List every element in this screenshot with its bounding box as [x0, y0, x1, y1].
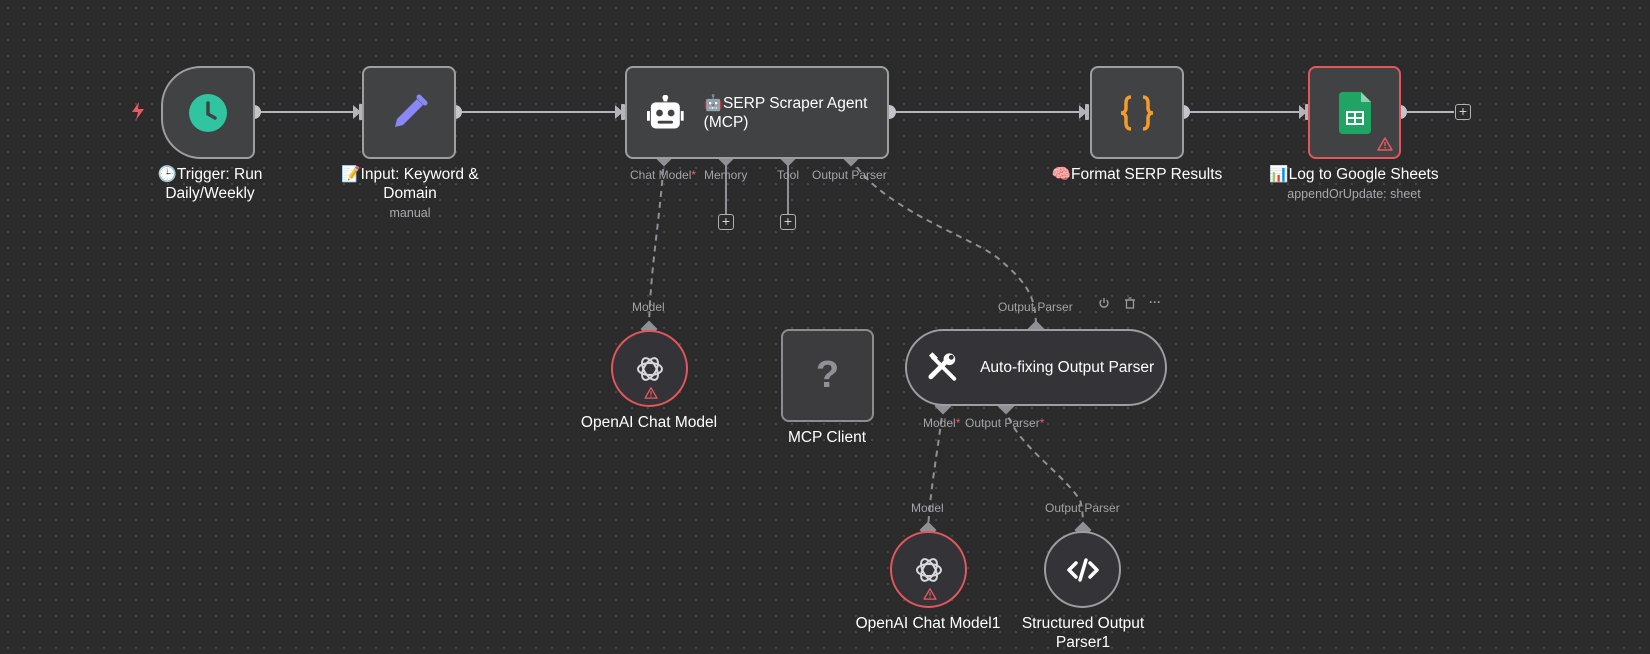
structured-output-parser-node[interactable] — [1044, 531, 1121, 608]
agent-title: 🤖SERP Scraper Agent (MCP) — [703, 94, 868, 131]
warning-icon — [923, 588, 937, 600]
structured-output-parser-label: Structured Output Parser1 — [1021, 615, 1145, 651]
port-label-model: Model — [911, 501, 944, 515]
port-label-memory: Memory — [704, 168, 748, 182]
input-arrow — [615, 105, 623, 119]
google-sheets-subtitle: appendOrUpdate: sheet — [1287, 187, 1421, 201]
input-subtitle: manual — [389, 206, 431, 220]
mcp-client-label: MCP Client — [787, 429, 867, 446]
port-label-output-parser-required: Output Parser* — [965, 416, 1045, 430]
port-label-output-parser: Output Parser — [812, 168, 887, 182]
input-node[interactable] — [362, 66, 456, 159]
warning-icon — [1377, 137, 1393, 151]
add-tool-button[interactable]: + — [780, 214, 796, 230]
google-sheets-node[interactable] — [1308, 66, 1401, 159]
input-arrow — [1079, 105, 1087, 119]
port-label-model-required: Model* — [923, 416, 961, 430]
add-node-button[interactable]: + — [1455, 104, 1471, 120]
google-sheets-icon — [1338, 91, 1371, 134]
add-memory-button[interactable]: + — [718, 214, 734, 230]
trigger-node[interactable] — [161, 66, 255, 159]
openai-chat-model-node[interactable] — [611, 330, 688, 407]
warning-icon — [644, 387, 658, 399]
openai-icon — [915, 557, 942, 582]
tools-icon — [928, 351, 957, 381]
auto-fixing-title: Auto-fixing Output Parser — [980, 359, 1155, 376]
port-label-output-parser: Output Parser — [1045, 501, 1120, 515]
clock-icon — [189, 93, 227, 132]
more-options-icon[interactable]: ··· — [1149, 295, 1161, 309]
lightning-icon[interactable] — [130, 101, 146, 121]
code-icon — [1066, 557, 1099, 582]
trash-icon[interactable] — [1124, 297, 1136, 312]
port-label-tool: Tool — [777, 168, 800, 182]
power-icon[interactable] — [1098, 297, 1110, 312]
openai-chat-model1-label: OpenAI Chat Model1 — [855, 615, 1001, 632]
port-label-model: Model — [632, 300, 665, 314]
format-serp-node[interactable] — [1090, 66, 1184, 159]
input-label: 📝Input: Keyword & Domain — [341, 166, 479, 202]
port-label-chat-model: Chat Model* — [630, 168, 697, 182]
input-arrow — [1299, 105, 1307, 119]
openai-chat-model-label: OpenAI Chat Model — [580, 414, 718, 431]
trigger-label: 🕒Trigger: Run Daily/Weekly — [157, 166, 263, 202]
input-arrow — [353, 105, 361, 119]
format-serp-label: 🧠Format SERP Results — [1051, 166, 1223, 183]
serp-scraper-agent-node[interactable]: 🤖SERP Scraper Agent (MCP) — [625, 66, 889, 159]
robot-icon — [647, 94, 684, 128]
braces-icon — [1120, 94, 1154, 131]
port-label-output-parser-in: Output Parser — [998, 300, 1073, 314]
pencil-icon — [395, 94, 428, 127]
openai-icon — [636, 356, 663, 381]
question-icon: ? — [815, 354, 840, 396]
auto-fixing-output-parser-node[interactable]: Auto-fixing Output Parser — [905, 329, 1167, 406]
openai-chat-model1-node[interactable] — [890, 531, 967, 608]
mcp-client-node[interactable]: ? — [781, 329, 874, 422]
google-sheets-label: 📊Log to Google Sheets — [1269, 166, 1439, 183]
